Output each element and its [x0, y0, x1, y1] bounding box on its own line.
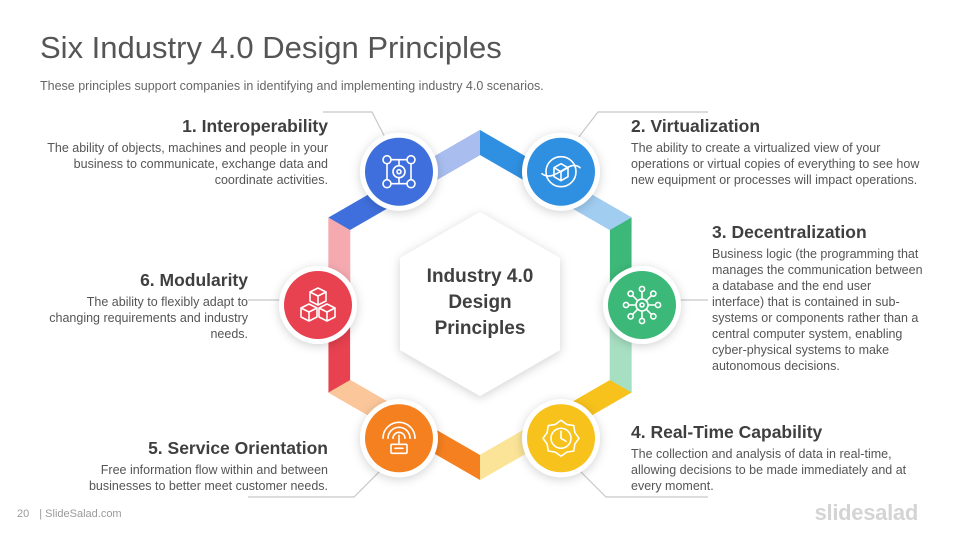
principle-4-block: 4. Real-Time Capability The collection a… [631, 422, 923, 494]
principle-5-node [360, 399, 438, 478]
principle-6-node [279, 266, 357, 344]
principle-3-heading: 3. Decentralization [712, 222, 867, 242]
decentralized-nodes-icon [622, 285, 662, 325]
network-gears-icon [382, 154, 416, 189]
footer: 20 | SlideSalad.com [17, 508, 122, 520]
principle-6-heading: 6. Modularity [140, 270, 248, 290]
principle-1-node [360, 132, 438, 211]
principle-4-node [522, 399, 600, 478]
service-signal-icon [382, 421, 416, 455]
principle-5-description: Free information flow within and between… [88, 463, 328, 493]
center-label-line-1: Industry 4.0 [426, 266, 534, 287]
gear-clock-icon [542, 419, 580, 458]
principle-3-description: Business logic (the programming that man… [712, 247, 923, 373]
principle-1-block: 1. Interoperability The ability of objec… [38, 116, 328, 188]
principle-4-description: The collection and analysis of data in r… [631, 447, 907, 493]
principle-4-heading: 4. Real-Time Capability [631, 422, 823, 442]
brand-logo: slidesalad [814, 500, 919, 525]
node-circle [608, 271, 676, 339]
principle-3-block: 3. Decentralization Business logic (the … [712, 222, 924, 374]
principle-2-description: The ability to create a virtualized view… [631, 141, 920, 187]
center-label-line-2: Design [448, 292, 512, 313]
center-label: Industry 4.0 Design Principles [400, 264, 560, 342]
principle-5-heading: 5. Service Orientation [148, 438, 328, 458]
slide-subtitle: These principles support companies in id… [40, 79, 544, 93]
principle-2-block: 2. Virtualization The ability to create … [631, 116, 923, 188]
modular-cubes-icon [300, 287, 336, 322]
principle-6-block: 6. Modularity The ability to flexibly ad… [48, 270, 248, 342]
principle-5-block: 5. Service Orientation Free information … [38, 438, 328, 494]
principle-1-description: The ability of objects, machines and peo… [47, 141, 328, 187]
principle-2-node [522, 132, 600, 211]
principle-2-heading: 2. Virtualization [631, 116, 761, 136]
center-hexagon [400, 212, 560, 396]
slide-title: Six Industry 4.0 Design Principles [40, 30, 502, 65]
principle-1-heading: 1. Interoperability [182, 116, 328, 136]
node-circle [365, 137, 433, 206]
center-label-line-3: Principles [434, 318, 526, 339]
virtual-cube-icon [541, 155, 581, 188]
principle-3-node [603, 266, 681, 344]
footer-site[interactable]: | SlideSalad.com [39, 508, 122, 520]
principle-6-description: The ability to flexibly adapt to changin… [49, 295, 248, 341]
page-number: 20 [17, 508, 30, 520]
